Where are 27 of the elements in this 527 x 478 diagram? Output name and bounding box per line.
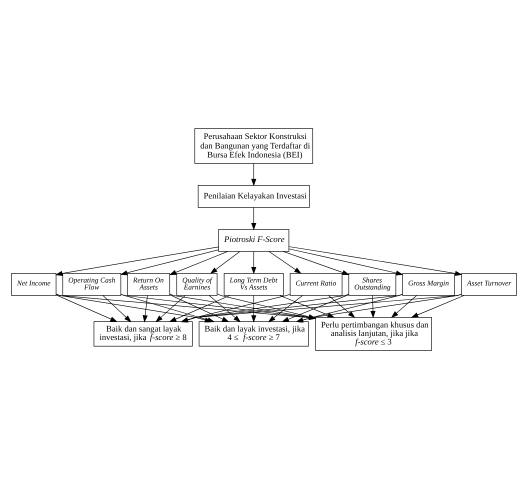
arrow xyxy=(288,248,403,275)
arrow xyxy=(288,246,462,276)
arrow xyxy=(410,294,464,318)
arrow xyxy=(282,250,350,274)
arrow xyxy=(168,250,228,275)
arrow xyxy=(154,294,186,322)
arrow xyxy=(250,294,256,322)
node-box: Baik dan sangat layak investasi, jika f-score ≥ 8 xyxy=(93,320,192,346)
arrow xyxy=(370,294,376,318)
arrow xyxy=(250,162,256,186)
arrow xyxy=(102,294,131,322)
arrow xyxy=(55,294,118,322)
node-box: Perlu pertimbangan khusus dan analisis lanjutan, jika jika f-score ≤ 3 xyxy=(314,316,432,350)
node-box: Penilaian Kelayakan Investasi xyxy=(197,184,310,208)
node-box: Perusahaan Sektor Konstruksi dan Bangunan yang Terdaftar di Bursa Efek Indonesia (BEI) xyxy=(194,128,313,164)
arrow xyxy=(390,294,416,318)
node-box: Piotroski F-Score xyxy=(218,228,289,252)
arrow xyxy=(142,294,148,322)
arrow xyxy=(210,250,240,274)
arrow xyxy=(250,250,256,274)
arrow xyxy=(268,250,302,274)
arrow xyxy=(250,206,256,230)
arrow xyxy=(208,294,240,322)
node-box: Baik dan layak investasi, jika 4 ≤ f-score ≥ 7 xyxy=(198,320,308,346)
arrow xyxy=(268,294,302,322)
arrow xyxy=(120,249,218,275)
arrow xyxy=(54,246,218,276)
